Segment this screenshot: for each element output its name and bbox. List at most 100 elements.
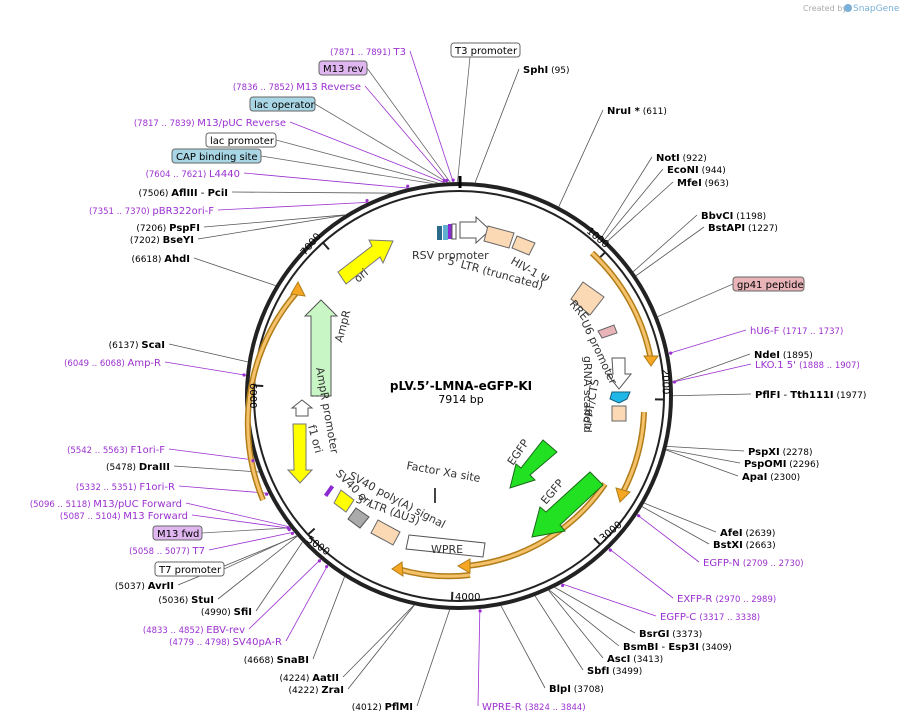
primer-label[interactable]: (4833 .. 4852) EBV-rev [143, 625, 245, 636]
leader-line [604, 168, 664, 240]
leader-line [477, 608, 481, 707]
enzyme-site-label[interactable]: AscI (3413) [607, 654, 663, 665]
primer-site-mark [251, 459, 255, 463]
enzyme-site-label[interactable]: PflFI - Tth111I (1977) [755, 390, 866, 401]
primer-label[interactable]: (7604 .. 7621) L4440 [146, 169, 240, 180]
primer-label[interactable]: EGFP-C (3317 .. 3338) [660, 612, 760, 623]
enzyme-site-label[interactable]: BsmBI - Esp3I (3409) [623, 642, 732, 653]
orange-arrowhead-5 [290, 280, 306, 297]
enzyme-site-label[interactable]: NotI (922) [656, 153, 707, 164]
enzyme-site-label[interactable]: BsrGI (3373) [639, 629, 702, 640]
primer-label[interactable]: (7817 .. 7839) M13/pUC Reverse [134, 118, 286, 129]
leader-line [632, 214, 698, 273]
leader-lines [164, 50, 752, 707]
leader-line [601, 156, 653, 238]
leader-line [558, 109, 604, 207]
tick-mark [322, 241, 330, 251]
enzyme-site-label[interactable]: AfeI (2639) [720, 528, 775, 539]
enzyme-site-label[interactable]: MfeI (963) [677, 178, 729, 189]
leader-line [636, 514, 700, 563]
primer-site-mark [265, 492, 269, 496]
primer-label[interactable]: (7351 .. 7370) pBR322ori-F [89, 206, 214, 217]
t3-block [451, 223, 457, 240]
watermark-text: Created by [803, 4, 847, 13]
leader-line [243, 172, 409, 189]
primer-label[interactable]: WPRE-R (3824 .. 3844) [482, 702, 586, 713]
tick-label-6000: 6000 [247, 383, 258, 408]
leader-line [217, 201, 368, 211]
leader-line [534, 595, 584, 671]
rre-block [570, 281, 605, 316]
primer-label[interactable]: (5332 .. 5351) F1ori-R [76, 482, 175, 493]
feature-label-wpre: WPRE [431, 543, 463, 556]
box-lac-operator[interactable] [249, 96, 316, 112]
primer-label[interactable]: (5087 .. 5104) M13 Forward [60, 511, 188, 522]
enzyme-site-label[interactable]: BstAPI (1227) [708, 223, 778, 234]
enzyme-site-label[interactable]: EcoNI (944) [667, 165, 726, 176]
box-m13-fwd-text: M13 fwd [157, 529, 199, 540]
leader-line [217, 535, 298, 600]
box-t3-promoter[interactable] [450, 42, 521, 58]
egfp-arrow-1 [509, 439, 558, 489]
box-m13-fwd[interactable] [152, 525, 203, 541]
enzyme-site-label[interactable]: (7202) BseYI [130, 235, 194, 246]
primer-label[interactable]: (6049 .. 6068) Amp-R [64, 358, 161, 369]
enzyme-site-label[interactable]: (5036) StuI [158, 595, 214, 606]
primer-label[interactable]: (4779 .. 4798) SV40pA-R [169, 637, 282, 648]
primer-site-mark [325, 565, 329, 569]
box-cap-binding[interactable] [171, 148, 262, 164]
primer-label[interactable]: LKO.1 5' (1888 .. 1907) [755, 360, 860, 371]
enzyme-site-label[interactable]: SphI (95) [523, 65, 570, 76]
box-t7-promoter[interactable] [154, 561, 225, 577]
primer-label[interactable]: (7836 .. 7852) M13 Reverse [233, 82, 361, 93]
enzyme-site-label[interactable]: (7506) AflIII - PciI [139, 188, 229, 199]
enzyme-site-label[interactable]: NdeI (1895) [754, 350, 813, 361]
primer-label[interactable]: (5096 .. 5118) M13/pUC Forward [30, 499, 182, 510]
m13-block [448, 224, 452, 239]
enzyme-site-label[interactable]: (4668) SnaBI [244, 655, 309, 666]
leader-line [657, 283, 734, 318]
enzyme-site-label[interactable]: NruI * (611) [607, 106, 667, 117]
enzyme-site-label[interactable]: (4222) ZraI [289, 685, 344, 696]
enzyme-site-label[interactable]: (4990) SfiI [201, 607, 252, 618]
primer-label[interactable]: EXFP-R (2970 .. 2989) [677, 594, 776, 605]
box-cap-binding-text: CAP binding site [176, 152, 258, 163]
leader-line [457, 56, 471, 183]
enzyme-site-label[interactable]: (6137) ScaI [109, 340, 165, 351]
enzyme-site-label[interactable]: (7206) PspFI [136, 223, 200, 234]
box-gp41[interactable] [732, 276, 805, 292]
leader-line [312, 576, 345, 660]
enzyme-site-label[interactable]: BlpI (3708) [549, 684, 604, 695]
primer-label[interactable]: (5542 .. 5563) F1ori-F [67, 445, 165, 456]
leader-line [635, 226, 705, 277]
enzyme-site-label[interactable]: BstXI (2663) [713, 540, 776, 551]
enzyme-site-label[interactable]: ApaI (2300) [742, 472, 800, 483]
primer-label[interactable]: (5058 .. 5077) T7 [129, 546, 205, 557]
box-m13-rev[interactable] [318, 60, 368, 76]
leader-line [173, 465, 259, 473]
box-lac-promoter[interactable] [205, 132, 277, 148]
primer-label[interactable]: (7871 .. 7891) T3 [330, 47, 406, 58]
primer-label[interactable]: EGFP-N (2709 .. 2730) [703, 558, 804, 569]
leader-line [314, 103, 448, 183]
primer-label[interactable]: hU6-F (1717 .. 1737) [750, 326, 843, 337]
boxed-labels: M13 rev lac operator lac promoter CAP bi… [152, 42, 805, 577]
enzyme-site-label[interactable]: (5478) DraIII [106, 462, 170, 473]
hiv-psi-block [511, 235, 536, 256]
enzyme-site-label[interactable]: (4012) PflMI [352, 702, 413, 713]
tick-mark [307, 527, 316, 536]
tick-label-2000: 2000 [659, 369, 671, 395]
backbone-inner [253, 190, 665, 602]
enzyme-site-label[interactable]: PspXI (2278) [748, 447, 813, 458]
ltr-3-block [370, 519, 401, 546]
leader-line [255, 541, 303, 612]
box-m13-rev-text: M13 rev [323, 64, 364, 75]
primer-site-mark [406, 184, 410, 188]
leader-line [208, 531, 294, 551]
enzyme-site-label[interactable]: (6618) AhdI [131, 254, 190, 265]
enzyme-site-label[interactable]: (5037) AvrII [115, 581, 174, 592]
enzyme-site-label[interactable]: BbvCI (1198) [701, 211, 766, 222]
enzyme-site-label[interactable]: PspOMI (2296) [744, 459, 819, 470]
enzyme-site-label[interactable]: (4224) AatII [279, 673, 339, 684]
enzyme-site-label[interactable]: SbfI (3499) [587, 666, 642, 677]
